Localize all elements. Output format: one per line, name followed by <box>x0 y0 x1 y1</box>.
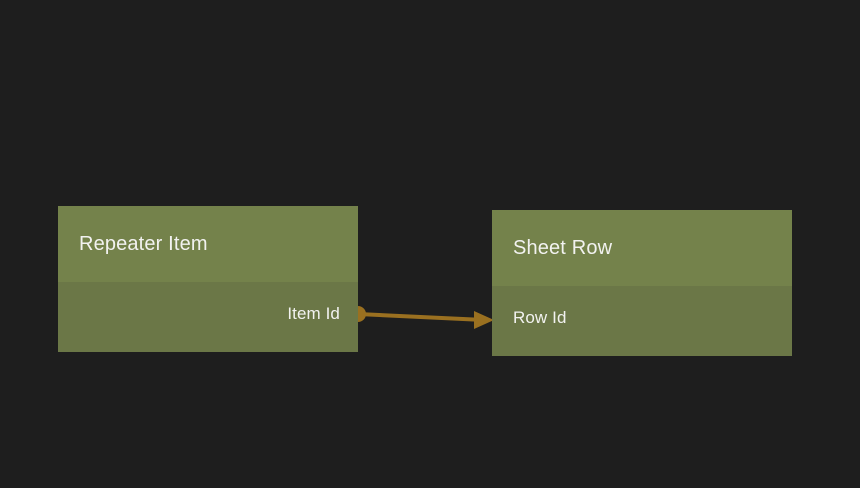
node-sheet-row[interactable]: Sheet Row Row Id <box>492 210 792 356</box>
edge-item-id-to-row-id[interactable] <box>350 306 494 329</box>
node-header: Sheet Row <box>492 210 792 286</box>
edge-arrowhead-icon <box>474 311 494 329</box>
field-row-item-id[interactable]: Item Id <box>58 302 358 326</box>
node-body: Row Id <box>492 286 792 356</box>
node-header: Repeater Item <box>58 206 358 282</box>
field-label: Row Id <box>513 307 567 327</box>
node-repeater-item[interactable]: Repeater Item Item Id <box>58 206 358 352</box>
node-body: Item Id <box>58 282 358 352</box>
edge-line <box>357 312 485 322</box>
node-title: Sheet Row <box>513 237 613 259</box>
field-row-row-id[interactable]: Row Id <box>492 306 792 330</box>
node-title: Repeater Item <box>79 233 208 255</box>
field-label: Item Id <box>287 303 340 323</box>
